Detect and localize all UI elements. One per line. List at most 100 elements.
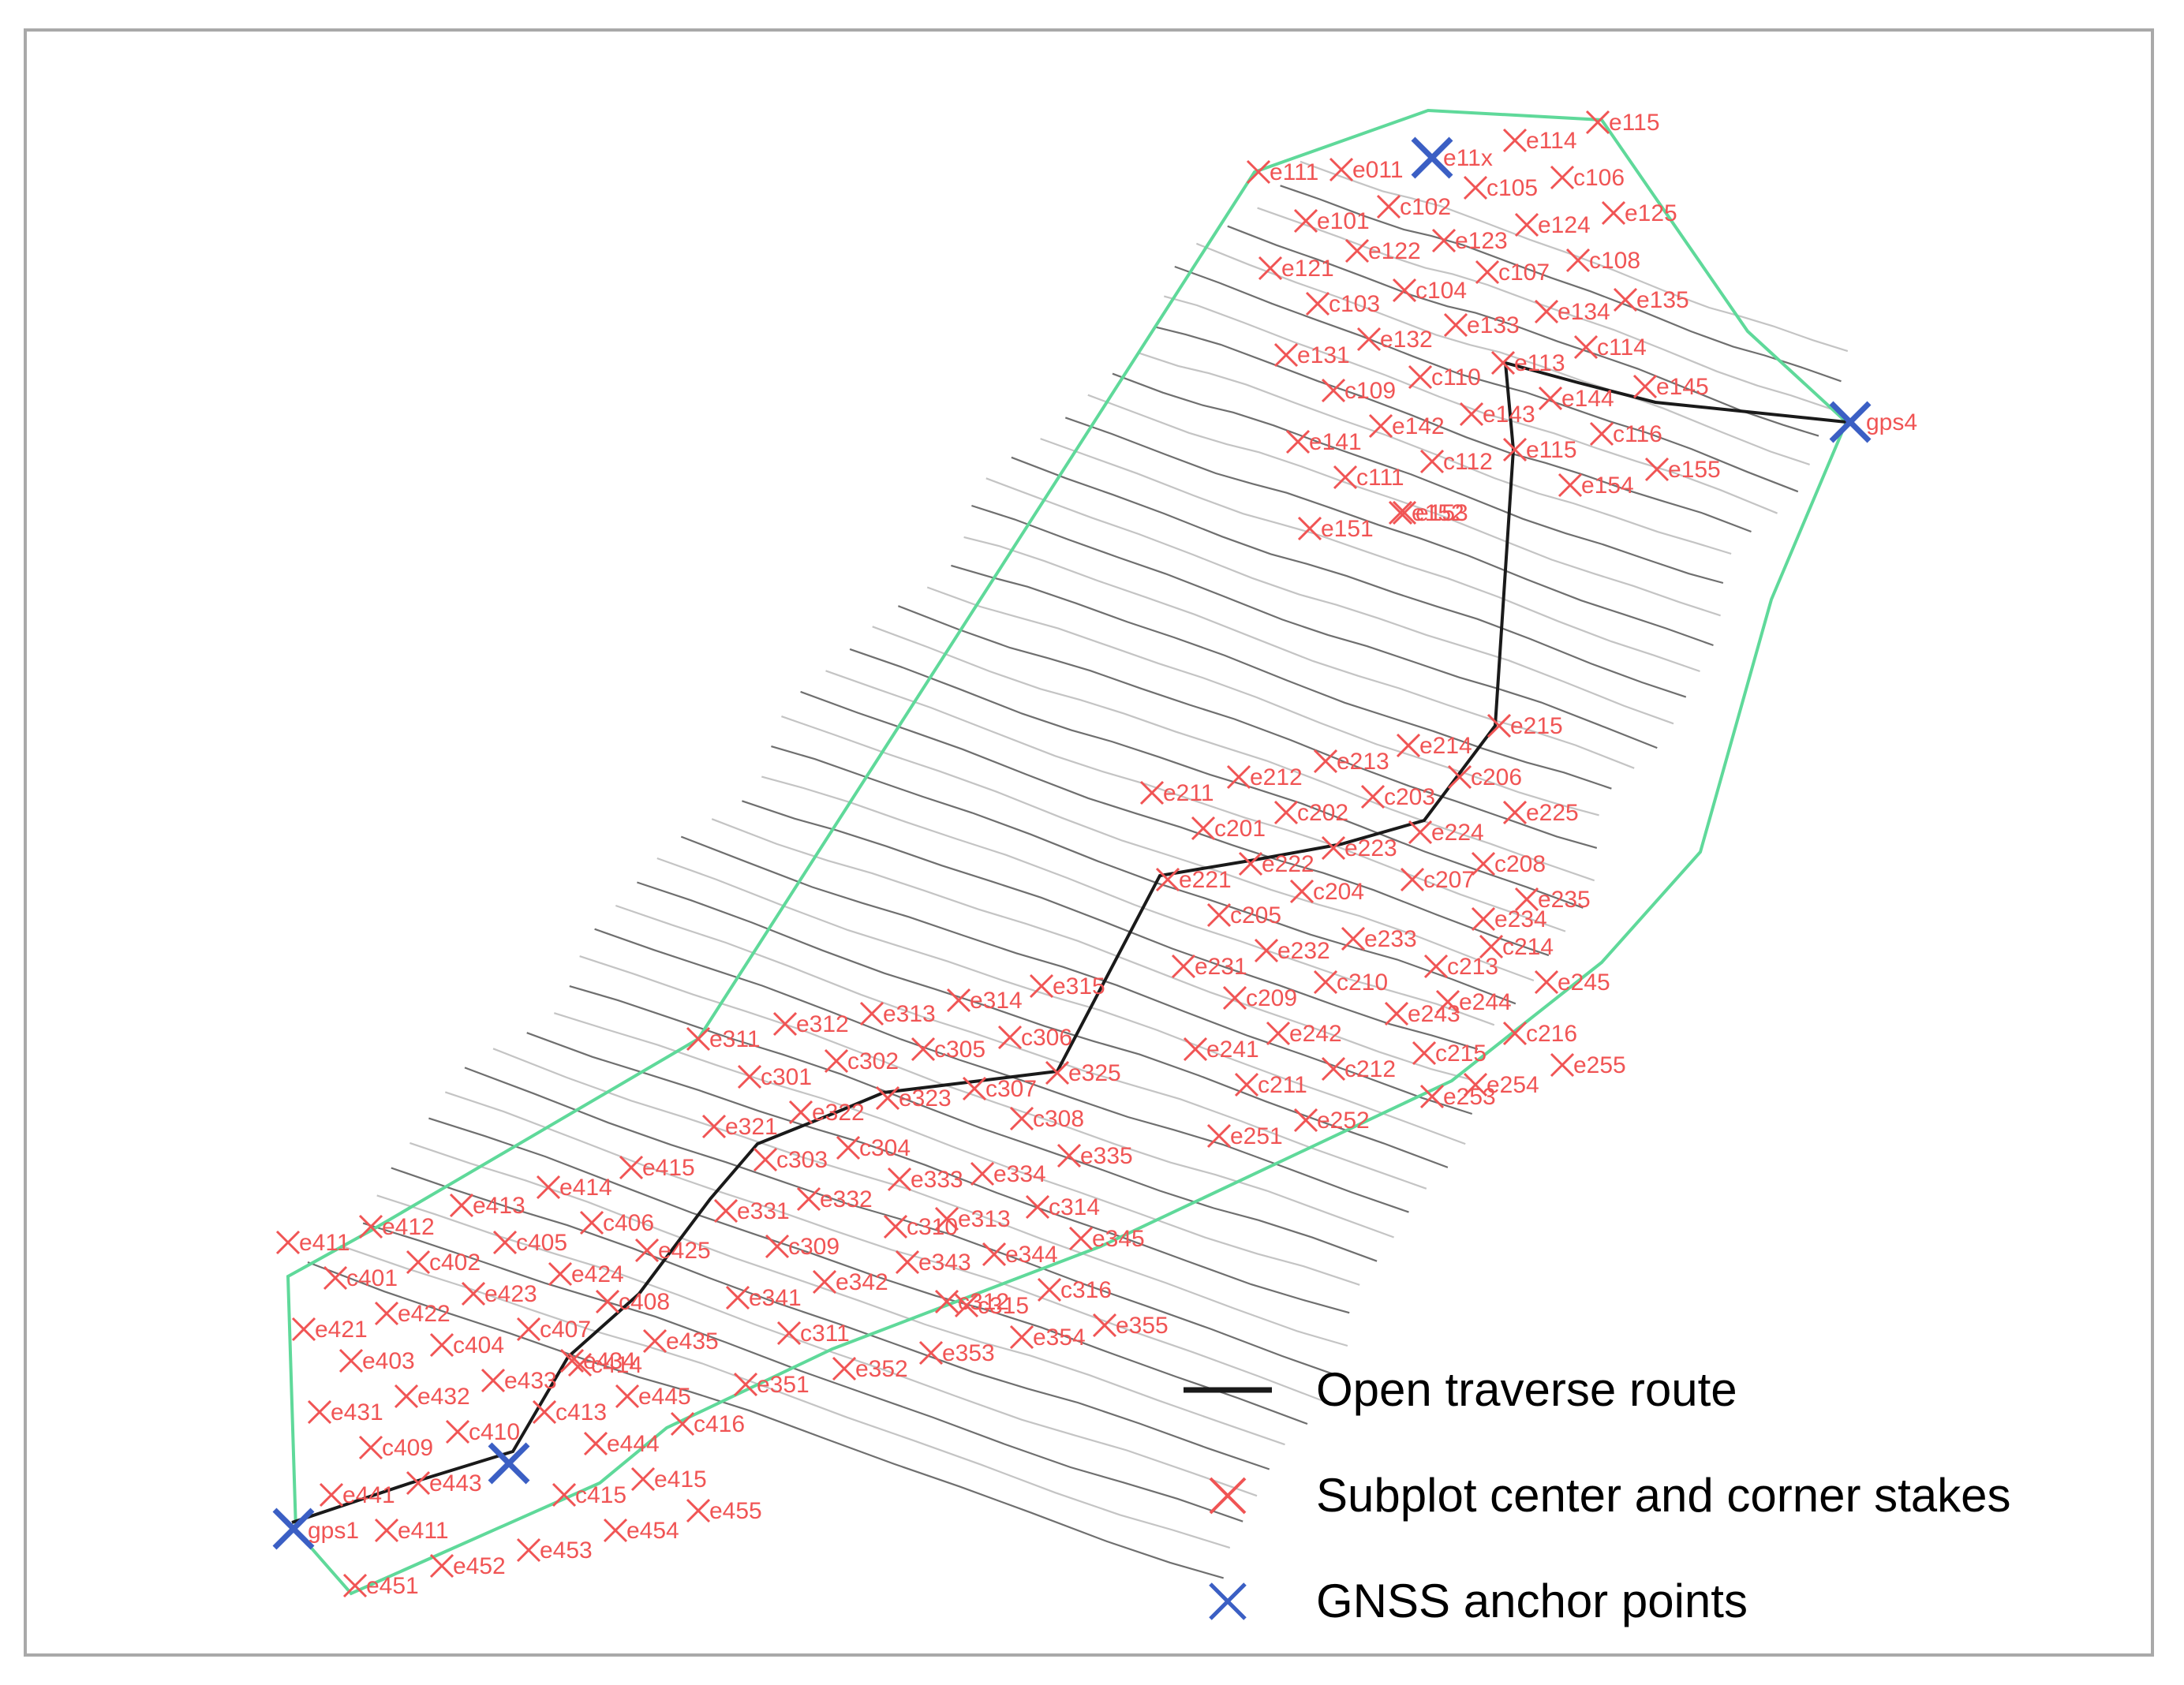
stake-label: e351 bbox=[757, 1372, 810, 1398]
stake-label: e345 bbox=[1092, 1226, 1145, 1252]
stake-marker: c316 bbox=[1037, 1277, 1112, 1303]
stake-marker: e011 bbox=[1329, 157, 1404, 183]
stake-marker: c114 bbox=[1573, 334, 1647, 361]
gps-label: gps1 bbox=[308, 1518, 359, 1544]
stake-label: e335 bbox=[1080, 1143, 1133, 1169]
stake-label: c308 bbox=[1033, 1106, 1084, 1132]
stake-label: e254 bbox=[1487, 1072, 1539, 1098]
figure-frame bbox=[24, 28, 2154, 1657]
stake-marker: e144 bbox=[1538, 386, 1614, 412]
stake-marker: e352 bbox=[832, 1356, 908, 1382]
contour-line bbox=[656, 857, 1466, 1145]
stake-label: e434 bbox=[583, 1348, 636, 1374]
stake-marker: e121 bbox=[1258, 256, 1334, 282]
map-legend: Open traverse route Subplot center and c… bbox=[1184, 1363, 2011, 1627]
stake-label: e433 bbox=[504, 1368, 557, 1394]
stake-label: c206 bbox=[1471, 764, 1522, 790]
gnss-anchor-marker bbox=[1411, 136, 1453, 179]
stake-marker: c407 bbox=[516, 1317, 591, 1343]
stake-label: e455 bbox=[709, 1498, 762, 1524]
stake-marker: e415 bbox=[630, 1466, 707, 1493]
contour-line bbox=[872, 626, 1595, 882]
stake-label: e255 bbox=[1573, 1052, 1626, 1078]
stake-marker: c410 bbox=[445, 1419, 520, 1445]
stake-marker: e101 bbox=[1293, 208, 1370, 234]
stake-label: c416 bbox=[694, 1411, 745, 1437]
stake-marker: e231 bbox=[1171, 954, 1247, 980]
contour-line bbox=[492, 1048, 1348, 1347]
stake-label: e124 bbox=[1538, 212, 1591, 238]
stake-label: e142 bbox=[1392, 413, 1445, 439]
contour-line bbox=[742, 800, 1479, 1050]
stake-label: e252 bbox=[1317, 1108, 1370, 1134]
stake-marker: e451 bbox=[342, 1573, 419, 1599]
stake-marker: e142 bbox=[1368, 413, 1445, 439]
stake-marker: e233 bbox=[1341, 926, 1417, 952]
stake-label: e253 bbox=[1443, 1084, 1496, 1110]
stake-label: e415 bbox=[642, 1155, 695, 1181]
stake-label: c404 bbox=[453, 1332, 504, 1358]
stake-marker: c206 bbox=[1447, 764, 1522, 790]
stake-label: e222 bbox=[1262, 851, 1315, 877]
stake-marker: e115 bbox=[1502, 437, 1577, 463]
stake-marker: e445 bbox=[615, 1384, 691, 1410]
contour-line bbox=[680, 835, 1473, 1115]
stake-marker: c201 bbox=[1191, 816, 1266, 842]
stake-label: c104 bbox=[1415, 278, 1467, 304]
stake-marker: c102 bbox=[1376, 194, 1451, 220]
stake-marker: c409 bbox=[358, 1435, 433, 1461]
stake-label: e132 bbox=[1380, 327, 1433, 353]
stake-marker: e311 bbox=[686, 1026, 761, 1052]
contour-line bbox=[971, 504, 1658, 749]
stake-label: e213 bbox=[1337, 749, 1389, 775]
stake-label: e343 bbox=[918, 1250, 971, 1276]
contour-line bbox=[569, 985, 1378, 1262]
stake-marker: e322 bbox=[788, 1100, 865, 1126]
stake-marker: c416 bbox=[670, 1411, 745, 1437]
gps-label: gps4 bbox=[1866, 409, 1917, 435]
stake-label: e454 bbox=[626, 1518, 679, 1544]
stake-marker: c404 bbox=[429, 1332, 504, 1358]
stake-marker: e444 bbox=[583, 1431, 660, 1457]
stake-label: e311 bbox=[709, 1026, 761, 1052]
stake-marker: e152 bbox=[1388, 500, 1464, 526]
stake-label: e313 bbox=[883, 1001, 936, 1027]
stake-marker: c402 bbox=[406, 1250, 481, 1276]
stake-marker: e123 bbox=[1431, 228, 1508, 254]
stake-marker: c106 bbox=[1550, 165, 1625, 191]
stake-label: c214 bbox=[1502, 934, 1554, 960]
stake-label: e411 bbox=[398, 1518, 449, 1544]
contour-line bbox=[376, 1194, 1258, 1497]
stake-label: e153 bbox=[1415, 500, 1468, 526]
stake-label: e251 bbox=[1230, 1123, 1283, 1149]
contour-line bbox=[1164, 295, 1778, 514]
stake-marker: e415 bbox=[619, 1155, 695, 1181]
stake-marker: e133 bbox=[1443, 312, 1520, 338]
stake-label: e452 bbox=[453, 1553, 506, 1579]
stake-marker: e411 bbox=[275, 1230, 350, 1256]
stake-marker: c208 bbox=[1471, 851, 1546, 877]
stake-marker: e413 bbox=[449, 1193, 525, 1219]
stake-marker: e242 bbox=[1266, 1021, 1342, 1047]
contour-line bbox=[1300, 160, 1849, 353]
stake-marker: e321 bbox=[701, 1114, 778, 1140]
stake-marker: e111 bbox=[1246, 159, 1318, 185]
stake-marker: c306 bbox=[997, 1025, 1072, 1051]
stake-marker: e212 bbox=[1226, 764, 1303, 790]
stake-marker: e452 bbox=[429, 1553, 506, 1579]
stake-label: e353 bbox=[942, 1340, 995, 1366]
legend-label-traverse: Open traverse route bbox=[1316, 1363, 1737, 1416]
stake-label: c111 bbox=[1356, 465, 1404, 491]
stake-label: c213 bbox=[1447, 954, 1498, 980]
stake-marker: e251 bbox=[1206, 1123, 1283, 1149]
stake-marker: c212 bbox=[1321, 1056, 1396, 1082]
stake-marker: e343 bbox=[895, 1250, 971, 1276]
stake-marker: e244 bbox=[1435, 989, 1512, 1015]
stake-marker: c214 bbox=[1479, 934, 1554, 960]
stake-label: c210 bbox=[1337, 970, 1388, 996]
stake-label: c102 bbox=[1400, 194, 1451, 220]
stake-marker: e254 bbox=[1463, 1072, 1539, 1098]
stake-marker: e435 bbox=[642, 1328, 719, 1354]
stake-marker: c304 bbox=[836, 1135, 911, 1161]
stake-marker: e333 bbox=[887, 1167, 963, 1193]
